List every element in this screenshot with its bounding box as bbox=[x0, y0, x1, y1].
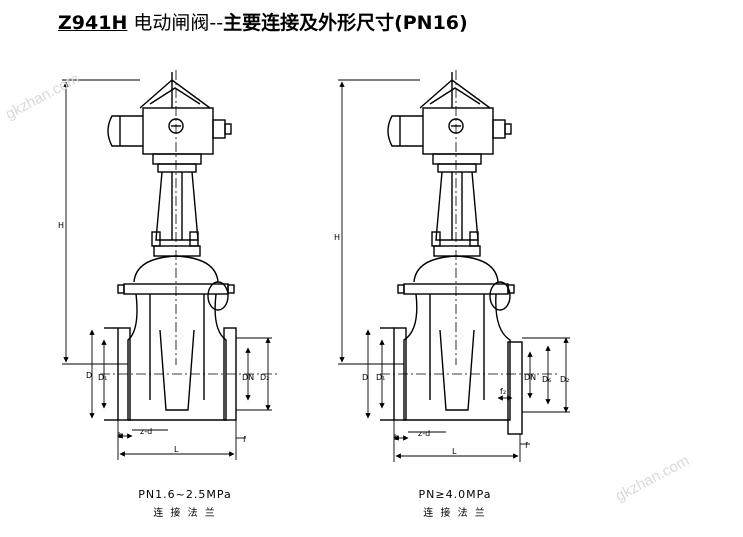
left-label-f: f bbox=[243, 435, 246, 444]
right-caption-pressure: PN≥4.0MPa bbox=[418, 488, 492, 501]
right-label-d1: D₁ bbox=[376, 373, 385, 382]
left-caption-pressure: PN1.6~2.5MPa bbox=[138, 488, 232, 501]
title-description: 电动闸阀-- bbox=[133, 12, 224, 34]
left-label-zd: z-d bbox=[140, 427, 152, 436]
right-label-d: D bbox=[362, 373, 368, 382]
title-description-2: 主要连接及外形尺寸(PN16) bbox=[223, 12, 468, 34]
model-code: Z941H bbox=[58, 12, 128, 34]
left-caption: PN1.6~2.5MPa 连 接 法 兰 bbox=[110, 488, 260, 519]
left-label-dn: DN bbox=[242, 373, 254, 382]
right-label-zd: z-d bbox=[418, 429, 430, 438]
right-labels: H D D₁ DN D₆ D₂ b z-d L f f₂ bbox=[334, 233, 569, 456]
left-label-l: L bbox=[174, 445, 179, 454]
left-label-d: D bbox=[86, 371, 92, 380]
right-label-d6: D₆ bbox=[542, 375, 551, 384]
left-label-b: b bbox=[118, 431, 123, 440]
right-label-f2: f₂ bbox=[500, 387, 506, 396]
right-label-d2: D₂ bbox=[560, 375, 569, 384]
right-label-h: H bbox=[334, 233, 340, 242]
right-dimensions bbox=[338, 79, 570, 462]
right-caption-flange: 连 接 法 兰 bbox=[423, 508, 487, 519]
left-caption-flange: 连 接 法 兰 bbox=[153, 508, 217, 519]
right-label-b: b bbox=[394, 433, 399, 442]
left-valve-drawing bbox=[100, 70, 280, 421]
right-label-f: f bbox=[525, 441, 528, 450]
left-label-d2: D₂ bbox=[260, 373, 269, 382]
right-caption: PN≥4.0MPa 连 接 法 兰 bbox=[390, 488, 520, 519]
right-valve-drawing bbox=[380, 70, 560, 435]
left-dimensions bbox=[62, 79, 272, 460]
left-labels: H D D₁ DN D₂ b z-d L f bbox=[58, 221, 269, 454]
left-label-h: H bbox=[58, 221, 64, 230]
left-label-d1: D₁ bbox=[98, 373, 107, 382]
right-label-dn: DN bbox=[524, 373, 536, 382]
right-label-l: L bbox=[452, 447, 457, 456]
